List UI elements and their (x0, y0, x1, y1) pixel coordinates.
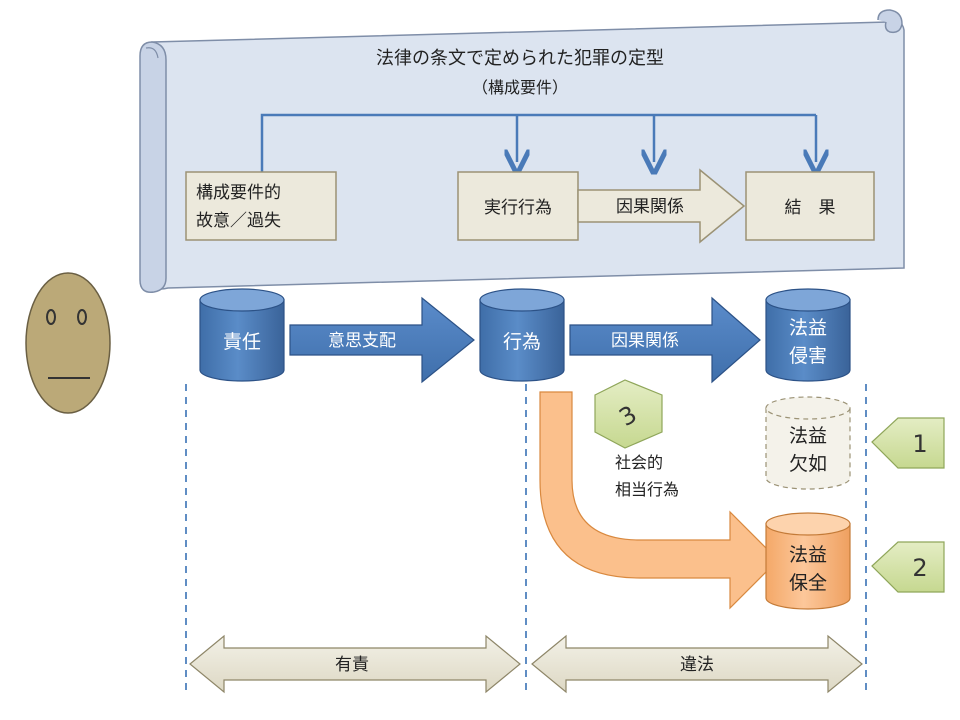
social-adequacy-line1: 社会的 (615, 453, 663, 472)
lacking-label-line2: 欠如 (789, 453, 827, 475)
execution-act-box (457, 171, 579, 241)
element-connectors (260, 113, 816, 172)
act-label: 行為 (503, 331, 541, 353)
culpability-double-arrow (189, 634, 521, 694)
execution-act-label: 実行行為 (484, 198, 552, 218)
preserved-label-line1: 法益 (789, 544, 827, 566)
lacking-label-line1: 法益 (789, 425, 827, 447)
harm-label-line1: 法益 (789, 317, 827, 339)
main-causation-label: 因果関係 (611, 331, 679, 351)
harm-label-line2: 侵害 (789, 345, 827, 367)
intent-box-line2: 故意／過失 (196, 211, 281, 231)
scroll-title: 法律の条文で定められた犯罪の定型 (376, 48, 664, 69)
scroll-causation-arrow (577, 168, 746, 244)
scroll-right-curl (877, 9, 903, 34)
legal-interest-preserved-cylinder (765, 512, 851, 610)
will-control-label: 意思支配 (328, 331, 396, 351)
marker-two-tag (871, 541, 945, 593)
responsibility-label: 責任 (223, 331, 261, 353)
result-box (745, 171, 875, 241)
marker-one-number: 1 (912, 430, 927, 458)
will-control-arrow (289, 296, 475, 384)
marker-one-tag (871, 417, 945, 469)
intent-negligence-box (185, 171, 337, 241)
legal-interest-harm-cylinder (765, 288, 851, 382)
act-cylinder (479, 288, 565, 382)
scroll-left-curl (139, 41, 167, 293)
badge-three-pentagon (594, 379, 663, 449)
legal-interest-lacking-cylinder (765, 396, 851, 490)
preserved-label-line2: 保全 (789, 572, 827, 594)
result-box-label: 結 果 (785, 198, 836, 218)
social-adequacy-curved-arrow (539, 391, 779, 610)
illegality-label: 違法 (680, 655, 714, 675)
responsibility-cylinder (199, 288, 285, 382)
culpability-label: 有責 (335, 655, 369, 675)
scroll-causation-label: 因果関係 (616, 197, 684, 217)
dashed-separators (185, 384, 867, 690)
social-adequacy-line2: 相当行為 (615, 480, 679, 499)
neutral-face-icon (25, 272, 111, 414)
illegality-double-arrow (531, 634, 863, 694)
scroll-subtitle: （構成要件） (472, 78, 568, 97)
main-causation-arrow (569, 296, 761, 384)
intent-box-line1: 構成要件的 (196, 183, 281, 203)
marker-two-number: 2 (912, 554, 927, 582)
